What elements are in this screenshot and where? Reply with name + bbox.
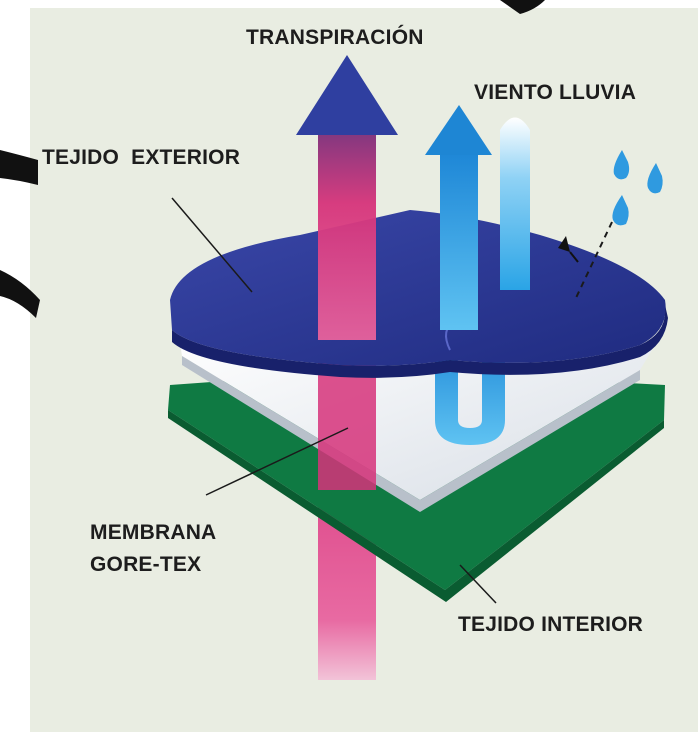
outer-fabric-label: TEJIDO EXTERIOR (42, 146, 241, 169)
rain-drop-icon (647, 163, 663, 194)
inner-fabric-leader (459, 564, 497, 604)
transpiration-arrow (296, 55, 398, 340)
outer-fabric-leader (171, 197, 253, 293)
rain-drop-icon (612, 195, 629, 226)
decorative-stroke-bottom (0, 270, 40, 318)
rain-drop-icons (612, 150, 663, 226)
repelled-drop-path (574, 221, 613, 301)
splash-arrow (558, 236, 570, 252)
rain-column (500, 117, 530, 290)
decorative-stroke-corner (500, 0, 545, 14)
wind-rain-label: VIENTO LLUVIA (474, 81, 637, 104)
wind-arrow (425, 105, 492, 330)
membrane-label-line2: GORE-TEX (90, 553, 202, 576)
decorative-stroke-top (0, 150, 38, 185)
membrane-label-line1: MEMBRANA (90, 521, 217, 544)
membrane-leader (205, 427, 349, 496)
inner-fabric-label: TEJIDO INTERIOR (458, 613, 644, 636)
rain-drop-icon (613, 150, 630, 180)
transpiration-label: TRANSPIRACIÓN (246, 26, 424, 49)
